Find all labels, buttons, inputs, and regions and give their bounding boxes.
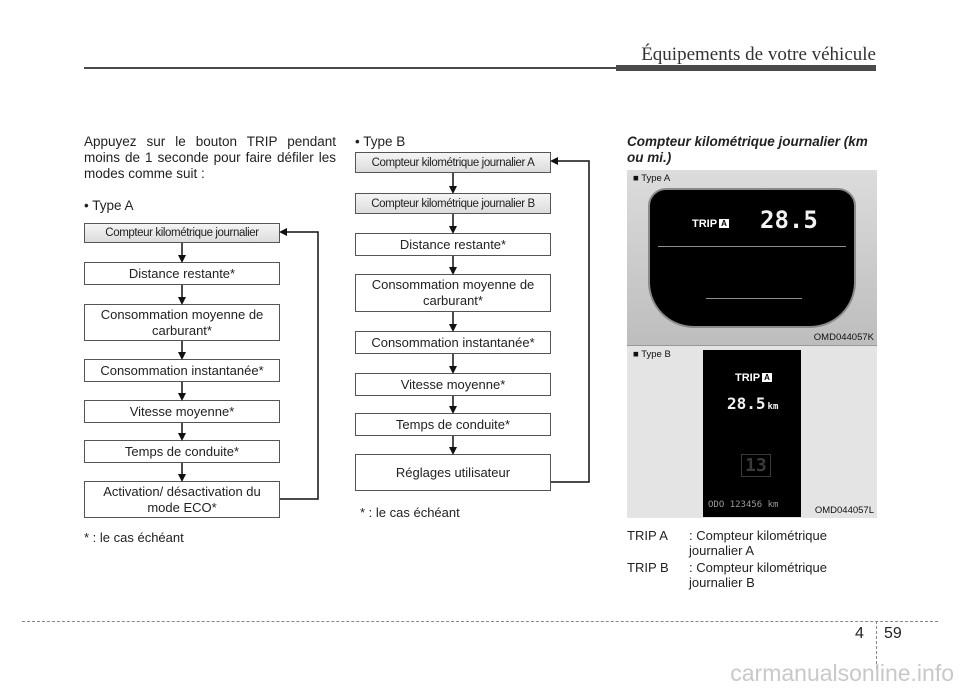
footer-rule [22,621,938,622]
header-rule-accent [616,65,876,71]
photo-b-label: ■ Type B [633,349,671,360]
photo-a-label: ■ Type A [633,173,671,184]
trip-a-value: 28.5 [760,206,818,234]
section-title: Compteur kilométrique journalier (km ou … [627,134,868,165]
cluster-a-divider-top [658,246,846,247]
chapter-number: 4 [855,625,864,642]
page-number-separator [876,621,877,669]
photo-b-code: OMD044057L [814,505,874,516]
type-b-box-3: Distance restante* [355,233,551,256]
type-a-box-2: Distance restante* [84,262,280,285]
type-a-box-6: Temps de conduite* [84,440,280,463]
arrow-a-return [279,228,319,500]
type-b-footnote: * : le cas échéant [360,505,460,520]
gear-indicator: 13 [741,454,771,477]
type-a-footnote: * : le cas échéant [84,530,184,545]
photo-a-code: OMD044057K [813,332,874,343]
page-number: 59 [884,625,902,642]
type-b-box-1: Compteur kilométrique journalier A [355,152,551,173]
type-a-box-4: Consommation instantanée* [84,359,280,382]
arrow-b-return [550,157,590,483]
legend-trip-a: TRIP A: Compteur kilométrique journalier… [627,528,827,558]
cluster-a-divider-bottom [706,298,802,299]
page-header-title: Équipements de votre véhicule [641,44,876,65]
watermark: carmanualsonline.info [730,660,954,686]
odometer-readout: ODO 123456 km [708,500,779,510]
legend-trip-b: TRIP B: Compteur kilométrique journalier… [627,560,827,590]
type-b-label: • Type B [355,134,406,149]
header-rule [84,67,876,69]
type-a-box-7: Activation/ désactivation du mode ECO* [84,481,280,518]
intro-paragraph: Appuyez sur le bouton TRIP pendant moins… [84,134,336,181]
type-a-label: • Type A [84,198,134,213]
